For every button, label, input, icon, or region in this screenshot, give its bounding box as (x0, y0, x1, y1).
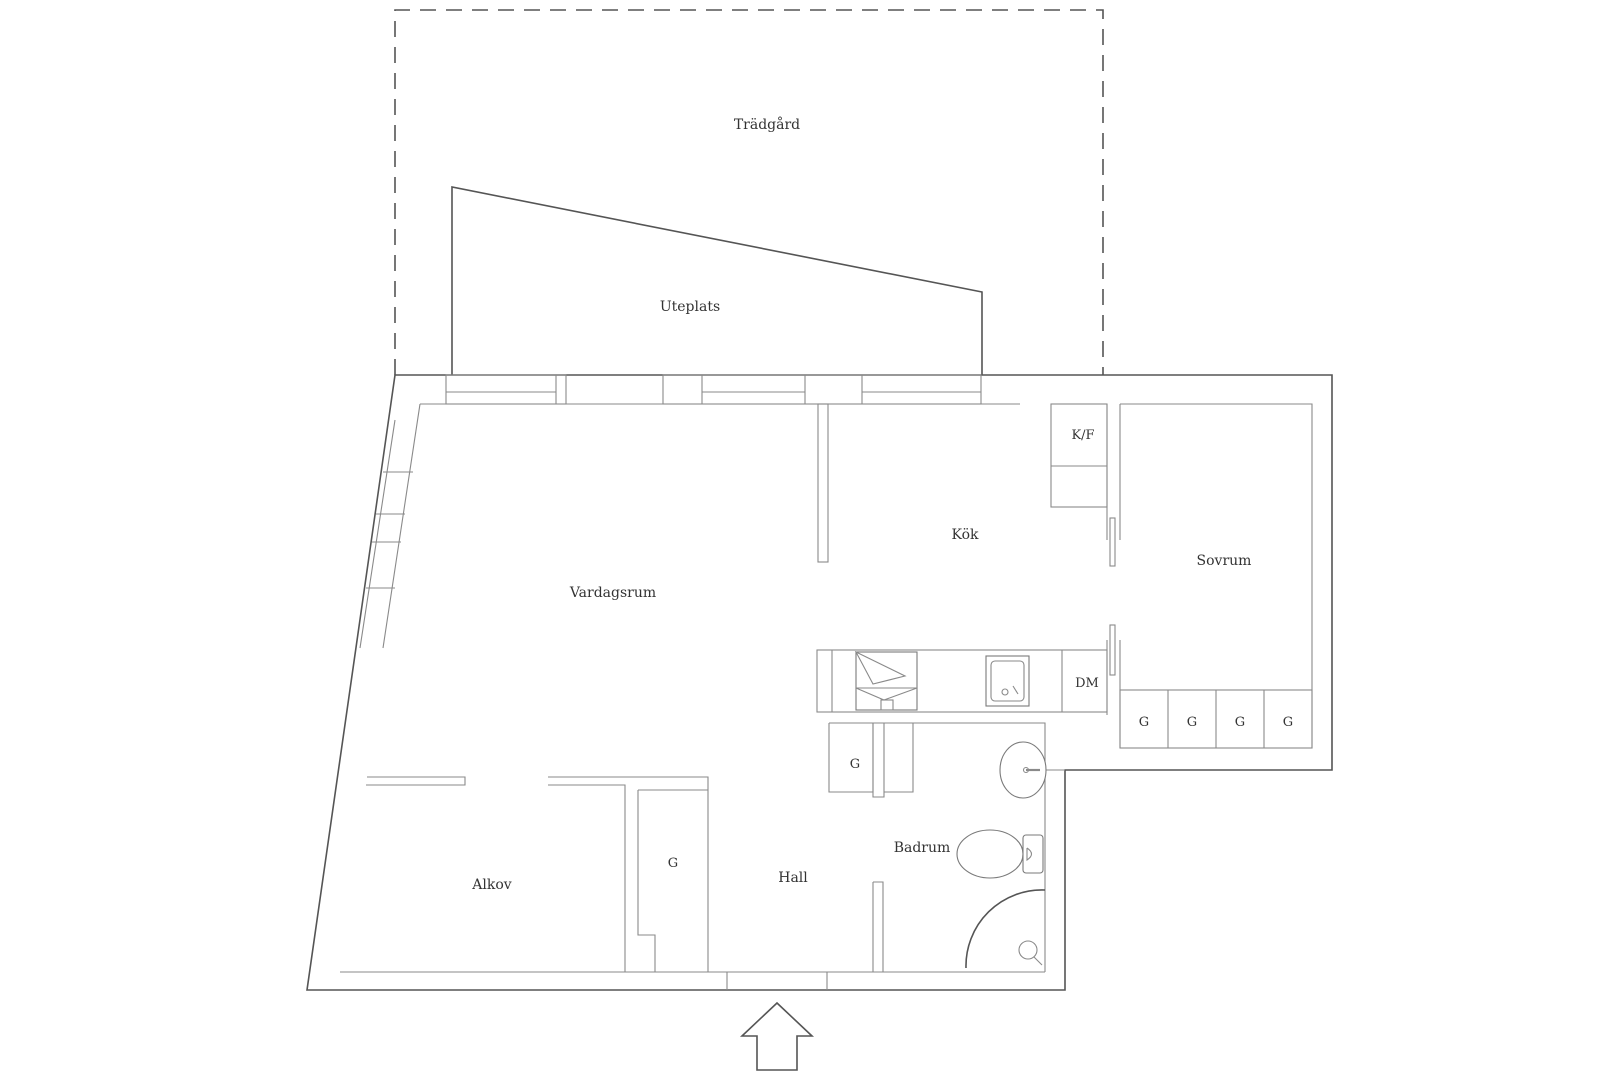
window-north-1 (445, 374, 567, 405)
wardrobe-label: G (1283, 715, 1293, 730)
room-label-badrum: Badrum (894, 840, 951, 856)
wardrobe-label: G (1187, 715, 1197, 730)
room-label-vardagsrum: Vardagsrum (569, 585, 656, 601)
partition-alcove (366, 776, 709, 972)
wall-kitchen-bedroom (1106, 404, 1121, 748)
entrance-door (726, 972, 828, 990)
wardrobe-label: G (1139, 715, 1149, 730)
patio-outline (451, 186, 983, 375)
wardrobe-label: G (850, 757, 860, 772)
room-label-alkov: Alkov (471, 877, 512, 893)
partition-hall-bathroom (872, 881, 884, 972)
window-west (359, 403, 421, 649)
hall-wardrobe (828, 722, 1065, 972)
room-label-kok: Kök (952, 527, 980, 543)
entrance-arrow-icon (739, 1001, 815, 1071)
shower-icon (965, 889, 1046, 969)
fridge-freezer: K/F (1050, 403, 1108, 508)
room-label-sovrum: Sovrum (1197, 553, 1252, 569)
dm-label: DM (1075, 676, 1099, 691)
room-label-tradgard: Trädgård (734, 116, 800, 133)
toilet-icon (956, 829, 1044, 879)
room-label-uteplats: Uteplats (660, 299, 720, 315)
garden-boundary (394, 9, 1104, 375)
kf-label: K/F (1071, 428, 1094, 443)
washbasin-icon (999, 741, 1047, 799)
window-north-2 (662, 374, 982, 405)
hall-closet (637, 789, 708, 972)
exterior-wall (306, 374, 1333, 991)
stove-icon (854, 650, 918, 711)
wardrobe-label: G (668, 856, 678, 871)
partition-living-kitchen (817, 403, 829, 563)
wardrobe-label: G (1235, 715, 1245, 730)
bedroom-wardrobes (1119, 689, 1313, 749)
sink-icon (985, 655, 1030, 707)
room-label-hall: Hall (778, 870, 808, 886)
kitchen-counter (816, 649, 1108, 713)
